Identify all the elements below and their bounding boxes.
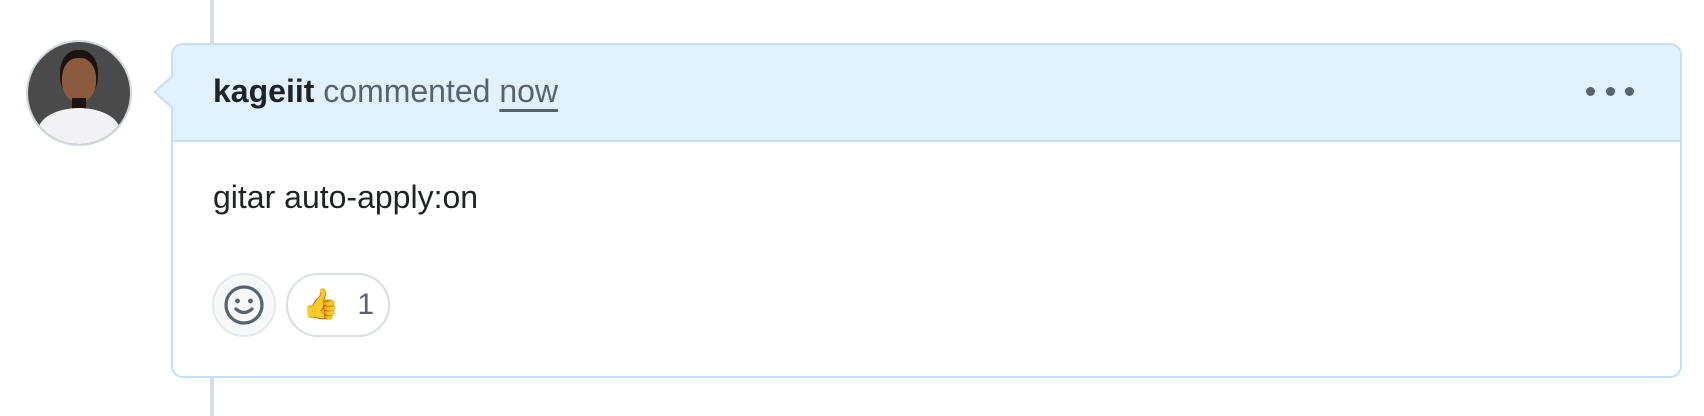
kebab-horizontal-icon-dot [1605, 86, 1615, 96]
avatar-face [62, 58, 96, 102]
thumbs-up-icon: 👍 [301, 287, 340, 322]
smiley-icon [224, 285, 264, 325]
reactions-bar: 👍 1 [212, 273, 390, 337]
avatar-shirt [38, 108, 120, 144]
comment-card: kageiit commented now gitar auto-apply:o… [171, 43, 1682, 378]
add-reaction-button[interactable] [212, 273, 276, 337]
reaction-thumbs-up-button[interactable]: 👍 1 [286, 273, 390, 337]
kebab-horizontal-icon [1586, 86, 1595, 96]
author-link[interactable]: kageiit [213, 73, 315, 109]
comment-pointer-fill [156, 77, 173, 107]
timestamp-link[interactable]: now [499, 73, 559, 109]
author-avatar[interactable] [28, 42, 130, 144]
reaction-count: 1 [357, 288, 375, 321]
comment-header-text: kageiit commented now [213, 69, 558, 113]
comment-options-button[interactable] [1586, 75, 1634, 107]
comment-action: commented [323, 73, 491, 109]
kebab-horizontal-icon-dot [1625, 86, 1634, 96]
comment-header: kageiit commented now [173, 45, 1680, 142]
comment-body: gitar auto-apply:on [213, 179, 479, 215]
